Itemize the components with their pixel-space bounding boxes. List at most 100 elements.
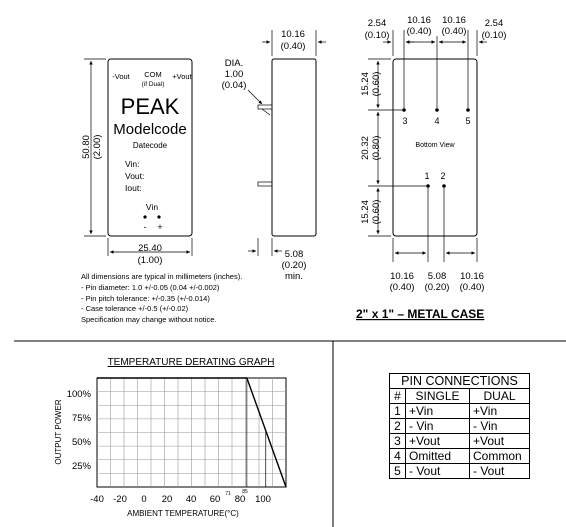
field-vout: Vout: <box>125 171 144 181</box>
header-number: # <box>389 388 406 404</box>
bv-top-mid2-mm: 10.16 <box>442 15 466 26</box>
side-outline <box>271 58 317 237</box>
bv-top-mid1-mm: 10.16 <box>407 15 431 26</box>
table-row: 1 +Vin +Vin <box>389 403 530 419</box>
x-tick-label: 20 <box>162 494 173 505</box>
bv-side-bot-mm: 15.24 <box>360 200 371 224</box>
bv-bot-left-mm: 10.16 <box>390 271 414 282</box>
y-tick-label: 75% <box>72 413 92 424</box>
bottom-view-outline <box>392 58 478 237</box>
date-code: Datecode <box>133 141 168 150</box>
y-tick-label: 50% <box>72 437 92 448</box>
dia-label: DIA. <box>225 58 243 69</box>
pin-cell: 1 <box>389 403 406 419</box>
x-tick-label: 60 <box>210 494 221 505</box>
module-outline <box>107 58 193 237</box>
bv-side-mid-mm: 20.32 <box>360 136 371 160</box>
single-cell: +Vout <box>405 433 470 449</box>
bv-bot-mid-in: (0.20) <box>425 282 450 293</box>
pin-number: 5 <box>465 116 470 126</box>
derating-graph: TEMPERATURE DERATING GRAPH 100% 75% 50% … <box>54 357 287 518</box>
note-line: All dimensions are typical in millimeter… <box>81 272 242 281</box>
pin-number: 3 <box>402 116 407 126</box>
dual-cell: - Vin <box>469 418 530 434</box>
dual-cell: +Vin <box>469 403 530 419</box>
dual-cell: - Vout <box>469 463 530 479</box>
single-cell: - Vout <box>405 463 470 479</box>
width-mm: 25.40 <box>138 243 162 254</box>
pin-number: 2 <box>440 171 445 181</box>
field-iout: Iout: <box>125 183 142 193</box>
dia-in: (0.04) <box>222 80 247 91</box>
pin-length-in: (0.20) <box>282 260 307 271</box>
graph-title: TEMPERATURE DERATING GRAPH <box>108 357 275 368</box>
bv-top-left-in: (0.10) <box>365 30 390 41</box>
pin-label-minus-vout: -Vout <box>112 72 130 81</box>
pin-cell: 5 <box>389 463 406 479</box>
module-front-view: -Vout COM +Vout (if Dual) PEAK Modelcode… <box>81 58 193 266</box>
bv-side-bot-in: (0.60) <box>371 200 382 225</box>
y-tick-label: 100% <box>67 389 92 400</box>
bottom-view-label: Bottom View <box>415 142 455 149</box>
pin-cell: 2 <box>389 418 406 434</box>
module-side-view: 10.16 (0.40) DIA. 1.00 (0.04) 5.08 (0.20… <box>222 29 326 282</box>
y-tick-label: 25% <box>72 461 92 472</box>
side-pin-top <box>257 104 273 110</box>
pin-length-min: min. <box>285 271 303 282</box>
x-tick-label: -40 <box>90 494 104 505</box>
pin-cell: 3 <box>389 433 406 449</box>
pin-number: 4 <box>434 116 439 126</box>
pin-cell: 4 <box>389 448 406 464</box>
brand-logo: PEAK <box>121 94 180 119</box>
graph-grid <box>97 378 286 487</box>
single-cell: - Vin <box>405 418 470 434</box>
table-row: 2 - Vin - Vin <box>389 418 530 434</box>
x-tick-label: 80 <box>235 494 246 505</box>
x-tick-label: 0 <box>141 494 146 505</box>
table-header-row: # SINGLE DUAL <box>389 388 530 404</box>
vin-label: Vin <box>146 202 158 212</box>
pin-label-com: COM <box>144 70 162 79</box>
bv-top-right-mm: 2.54 <box>485 18 504 29</box>
width-in: (1.00) <box>138 255 163 266</box>
case-title: 2" x 1" – METAL CASE <box>356 307 484 321</box>
table-row: 4 Omitted Common <box>389 448 530 464</box>
vin-minus: - <box>144 222 147 232</box>
note-line: - Case tolerance +/-0.5 (+/-0.02) <box>81 304 189 313</box>
table-row: 3 +Vout +Vout <box>389 433 530 449</box>
bv-bot-right-mm: 10.16 <box>460 271 484 282</box>
bv-side-top-in: (0.60) <box>371 72 382 97</box>
x-tick-label: -20 <box>113 494 127 505</box>
top-width-in: (0.40) <box>281 41 306 52</box>
field-vin: Vin: <box>125 159 140 169</box>
bv-top-mid1-in: (0.40) <box>407 26 432 37</box>
bottom-view: Bottom View 3 4 5 1 2 2.54 (0.10) 10.16 … <box>360 15 506 293</box>
pin-length-mm: 5.08 <box>285 249 304 260</box>
bv-side-mid-in: (0.80) <box>371 136 382 161</box>
header-single: SINGLE <box>405 388 470 404</box>
note-line: - Pin pitch tolerance: +/-0.35 (+/-0.014… <box>81 294 210 303</box>
height-mm: 50.80 <box>81 135 92 159</box>
if-dual-note: (if Dual) <box>142 81 165 88</box>
pin-dot <box>157 215 161 219</box>
small-marker-label: 85 <box>242 489 248 495</box>
table-caption-row: PIN CONNECTIONS <box>389 373 530 389</box>
pin-connections-table: PIN CONNECTIONS # SINGLE DUAL 1 +Vin +Vi… <box>389 373 530 479</box>
header-dual: DUAL <box>469 388 530 404</box>
dual-cell: +Vout <box>469 433 530 449</box>
pin-number: 1 <box>424 171 429 181</box>
bv-side-top-mm: 15.24 <box>360 72 371 96</box>
bv-bot-left-in: (0.40) <box>390 282 415 293</box>
table-row: 5 - Vout - Vout <box>389 463 530 479</box>
model-code: Modelcode <box>113 121 186 138</box>
vin-plus: + <box>157 222 162 232</box>
single-cell: Omitted <box>405 448 470 464</box>
small-marker-label: 71 <box>225 491 231 497</box>
graph-series <box>97 377 287 488</box>
pin-label-plus-vout: +Vout <box>172 72 192 81</box>
x-tick-label: 100 <box>255 494 271 505</box>
dual-cell: Common <box>469 448 530 464</box>
bv-bot-mid-mm: 5.08 <box>428 271 447 282</box>
note-line: Specification may change without notice. <box>81 315 217 324</box>
